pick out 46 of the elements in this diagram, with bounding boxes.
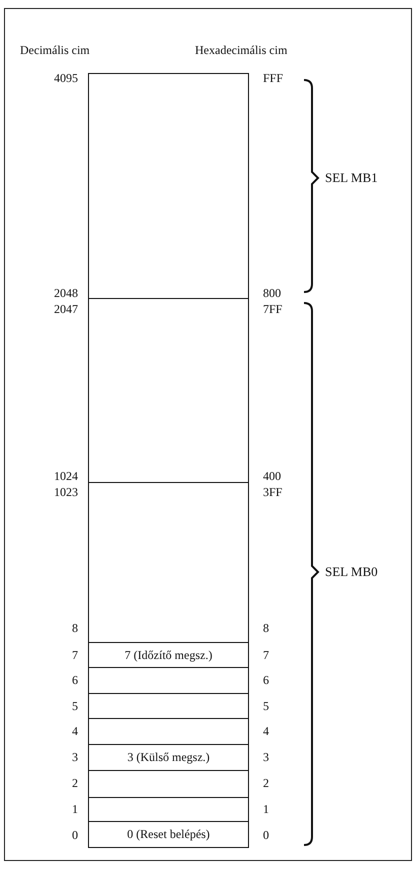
address-number: 7 [71, 648, 78, 662]
address-number: 2 [263, 776, 269, 790]
address-number: 8 [263, 621, 269, 635]
address-number: 6 [71, 673, 78, 687]
memory-cell [88, 642, 249, 668]
address-number: 1 [263, 802, 269, 816]
address-number: 3 [263, 750, 269, 764]
address-number: 7FF [263, 302, 282, 316]
bank-select-label: SEL MB1 [325, 171, 378, 185]
address-number: 4095 [53, 71, 78, 85]
memory-block [88, 797, 249, 822]
vector-label: 0 (Reset belépés) [127, 827, 210, 842]
memory-block [88, 770, 249, 798]
address-number: 3 [71, 750, 78, 764]
memory-block [88, 718, 249, 745]
memory-block [88, 667, 249, 694]
address-number: 6 [263, 673, 269, 687]
address-number: 2 [71, 776, 78, 790]
memory-block [88, 693, 249, 719]
address-number: 800 [263, 286, 281, 300]
address-number: 1024 [53, 469, 78, 483]
address-number: 0 [263, 828, 269, 842]
memory-cell [88, 821, 249, 848]
memory-block [88, 298, 249, 483]
vector-label: 3 (Külső megsz.) [127, 750, 210, 765]
address-number: 7 [263, 648, 269, 662]
address-number: 2048 [53, 286, 78, 300]
address-number: 4 [263, 724, 269, 738]
address-number: FFF [263, 71, 284, 85]
address-number: 1 [71, 802, 78, 816]
memory-block [88, 73, 249, 299]
memory-cell [88, 744, 249, 771]
address-number: 5 [71, 699, 78, 713]
address-number: 5 [263, 699, 269, 713]
address-number: 8 [71, 621, 78, 635]
bank-select-label: SEL MB0 [325, 565, 378, 579]
memory-block [88, 482, 249, 643]
address-number: 2047 [53, 302, 78, 316]
vector-label: 7 (Időzítő megsz.) [124, 648, 212, 662]
address-number: 1023 [53, 485, 78, 499]
address-number: 400 [263, 469, 281, 483]
address-number: 0 [71, 828, 78, 842]
column-header: Hexadecimális cim [195, 43, 288, 57]
address-number: 3FF [263, 485, 282, 499]
address-number: 4 [71, 724, 78, 738]
column-header: Decimális cim [20, 43, 90, 57]
